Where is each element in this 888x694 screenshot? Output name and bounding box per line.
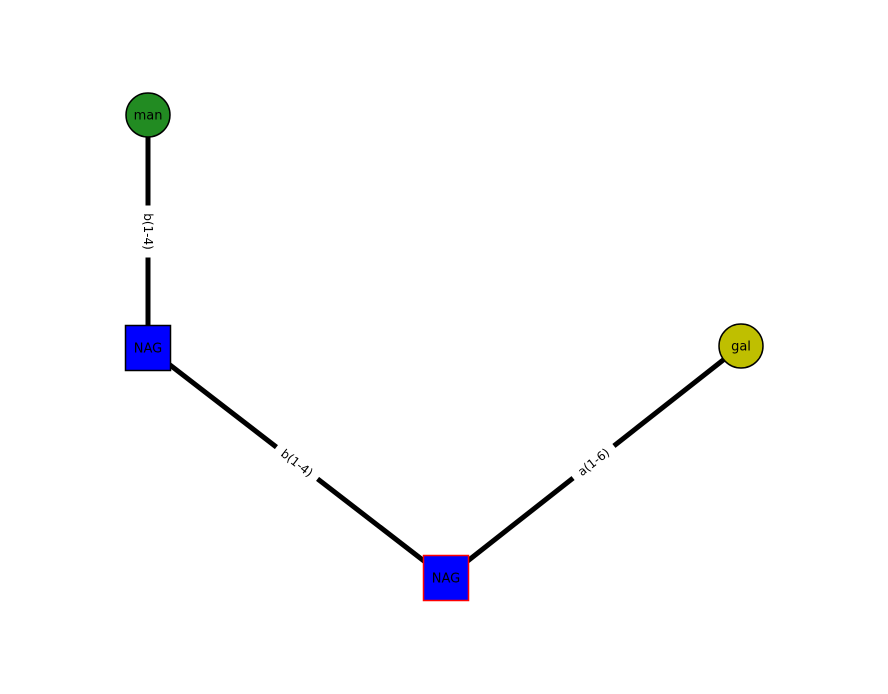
- edge-label-group-man-nag1: b(1-4): [139, 205, 157, 258]
- node-label-gal: gal: [731, 340, 751, 355]
- nag1-square: [124, 324, 172, 372]
- edge-label-group-nag1-nag2: b(1-4): [271, 440, 323, 486]
- gal-circle: [718, 323, 764, 369]
- node-label-man: man: [134, 109, 163, 124]
- node-man: man: [125, 92, 171, 138]
- edge-label-group-nag2-gal: a(1-6): [567, 439, 620, 485]
- edge-label-bg: [139, 205, 157, 258]
- man-circle: [125, 92, 171, 138]
- node-label-nag1: NAG: [134, 342, 162, 357]
- nag2-square: [422, 554, 470, 602]
- node-gal: gal: [718, 323, 764, 369]
- edge-label-bg: [567, 439, 620, 485]
- edge-label-bg: [271, 440, 323, 486]
- node-label-nag2: NAG: [432, 572, 460, 587]
- node-nag1: NAG: [124, 324, 172, 372]
- node-nag2: NAG: [422, 554, 470, 602]
- edge-label: b(1-4): [141, 213, 155, 250]
